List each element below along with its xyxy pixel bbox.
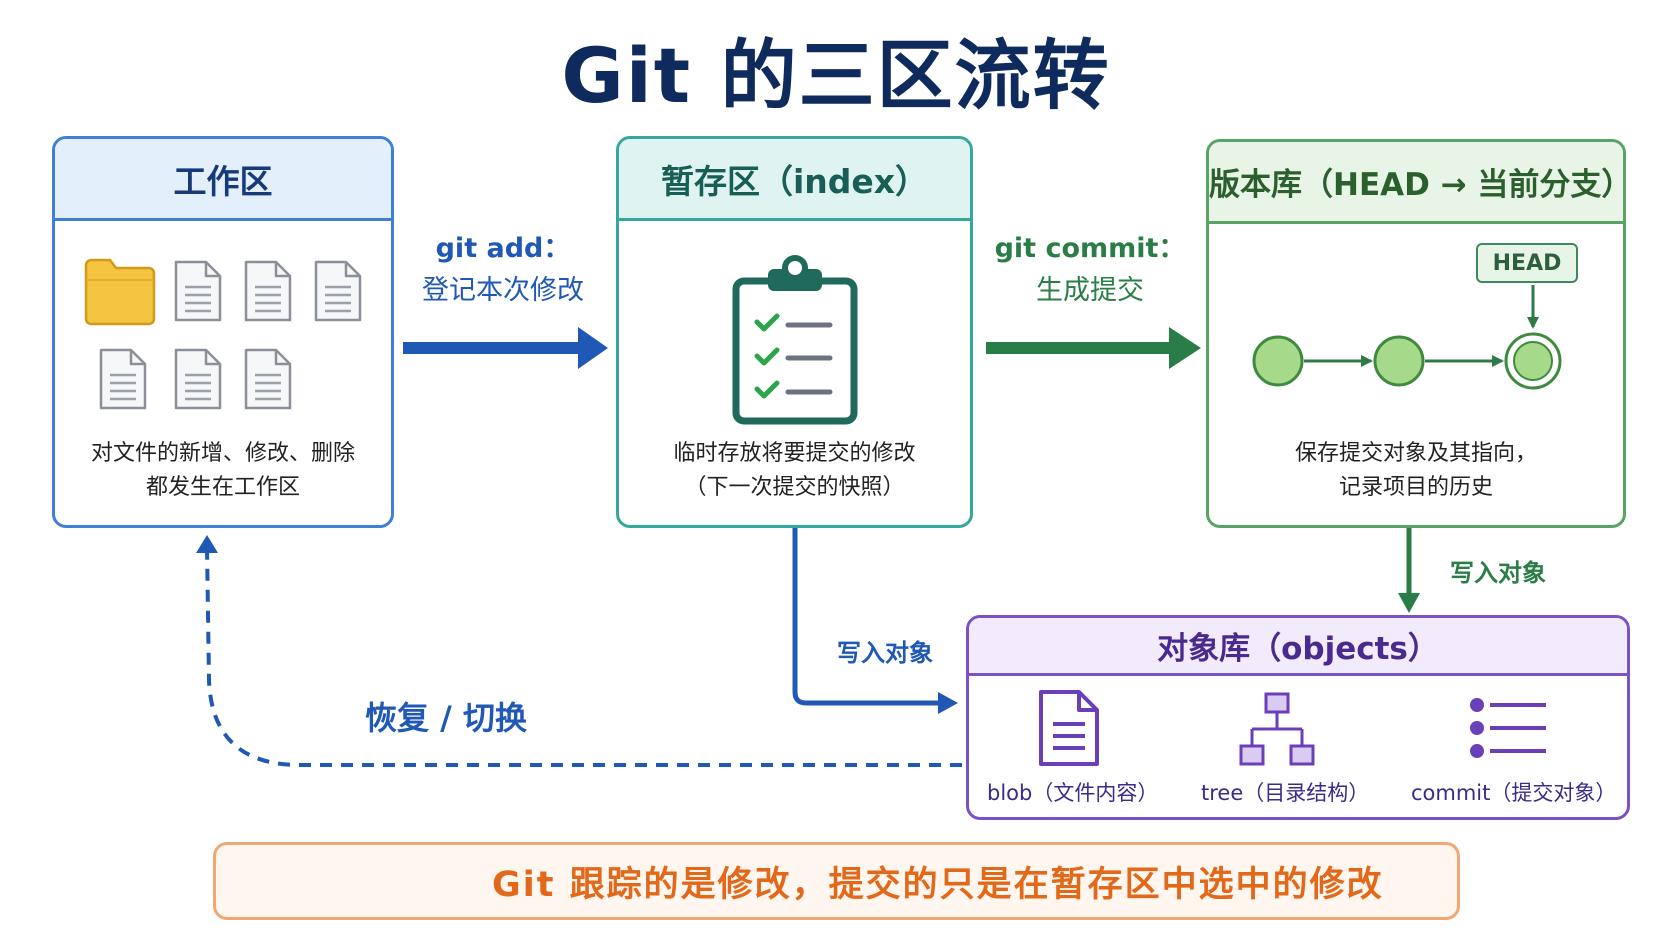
key-note-text: Git 跟踪的是修改，提交的只是在暂存区中选中的修改 xyxy=(492,864,1384,905)
repository-header: 版本库（HEAD → 当前分支） xyxy=(1209,142,1623,224)
repository-desc-line2: 记录项目的历史 xyxy=(1338,475,1493,500)
file-icon xyxy=(244,260,292,322)
folder-icon xyxy=(84,258,156,326)
repository-description: 保存提交对象及其指向， 记录项目的历史 xyxy=(1209,437,1623,505)
blob-label: blob（文件内容） xyxy=(987,781,1159,805)
tree-label: tree（目录结构） xyxy=(1201,781,1370,805)
repository-desc-line1: 保存提交对象及其指向， xyxy=(1294,441,1537,466)
commit-graph xyxy=(1252,285,1562,390)
git-add-description: 登记本次修改 xyxy=(422,275,584,306)
file-icon xyxy=(174,260,222,322)
commit-node xyxy=(1252,335,1304,387)
git-commit-arrow xyxy=(986,327,1201,369)
object-store-header: 对象库（objects） xyxy=(969,618,1627,676)
working-area-header: 工作区 xyxy=(55,139,391,221)
git-add-arrow xyxy=(403,327,608,369)
stage-to-objects-arrow xyxy=(792,528,944,706)
file-icon xyxy=(174,348,222,410)
staging-area-desc-line2: （下一次提交的快照） xyxy=(684,475,905,500)
working-area-description: 对文件的新增、修改、删除 都发生在工作区 xyxy=(55,437,391,505)
restore-checkout-arrow xyxy=(205,547,962,767)
file-icon xyxy=(244,348,292,410)
document-icon xyxy=(1039,690,1099,766)
file-icon xyxy=(314,260,362,322)
commit-object-label: commit（提交对象） xyxy=(1411,781,1617,805)
commit-list-icon xyxy=(1470,698,1546,758)
git-add-command: git add： xyxy=(435,233,571,264)
repo-write-objects-label: 写入对象 xyxy=(1450,559,1546,587)
staging-area-desc-line1: 临时存放将要提交的修改 xyxy=(673,441,916,466)
git-commit-label: git commit： 生成提交 xyxy=(990,228,1190,312)
head-pointer-tag: HEAD xyxy=(1476,243,1578,283)
working-area-panel: 工作区 对文件的新增、修改、删除 都发生在工作区 xyxy=(52,136,394,528)
file-icon xyxy=(99,348,147,410)
repository-panel: 版本库（HEAD → 当前分支） 保存提交对象及其指向， 记录项目的历史 xyxy=(1206,139,1626,528)
tree-hierarchy-icon xyxy=(1239,692,1315,766)
git-commit-description: 生成提交 xyxy=(1036,275,1144,306)
clipboard-checklist-icon xyxy=(732,255,858,425)
staging-area-header: 暂存区（index） xyxy=(619,139,970,221)
commit-node xyxy=(1373,335,1425,387)
key-note-banner: Git 跟踪的是修改，提交的只是在暂存区中选中的修改 xyxy=(213,842,1460,920)
git-add-label: git add： 登记本次修改 xyxy=(408,228,598,312)
restore-switch-label: 恢复 / 切换 xyxy=(365,699,527,737)
working-area-desc-line1: 对文件的新增、修改、删除 xyxy=(90,441,355,466)
working-area-desc-line2: 都发生在工作区 xyxy=(145,475,300,500)
stage-write-objects-label: 写入对象 xyxy=(837,639,933,667)
page-title: Git 的三区流转 xyxy=(561,31,1111,120)
git-commit-command: git commit： xyxy=(994,233,1186,264)
staging-area-description: 临时存放将要提交的修改 （下一次提交的快照） xyxy=(619,437,970,505)
